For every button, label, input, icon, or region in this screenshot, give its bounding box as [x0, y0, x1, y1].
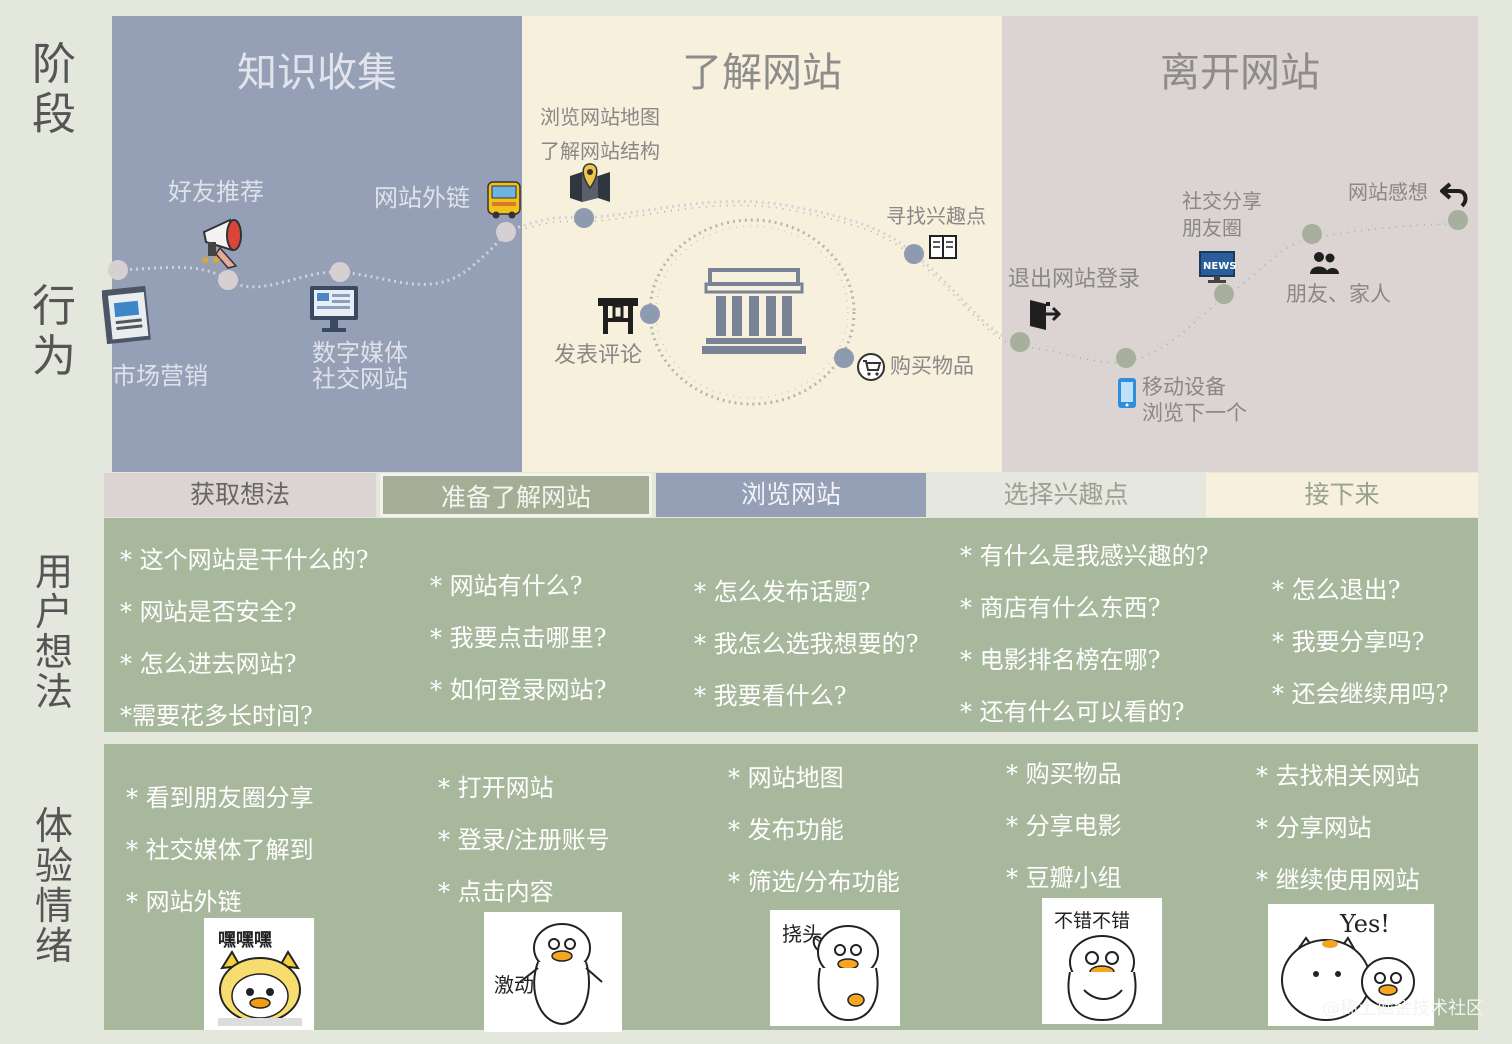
sticker-excited: 激动 — [484, 912, 622, 1032]
sticker-scratch: 挠头 — [770, 910, 900, 1026]
behavior-sitemap: 浏览网站地图了解网站结构 — [540, 105, 660, 163]
stage-explore: 了解网站 — [522, 16, 1002, 472]
behavior-friend: 好友推荐 — [168, 178, 264, 206]
behavior-logout: 退出网站登录 — [1008, 267, 1141, 292]
stage-knowledge: 知识收集 — [112, 16, 522, 472]
path-dot — [108, 260, 128, 280]
duck-sticker-icon — [218, 950, 302, 1026]
behavior-family: 朋友、家人 — [1286, 282, 1391, 306]
duck-sticker-icon — [519, 923, 603, 1026]
row-label-thoughts: 用户想法 — [34, 550, 73, 714]
path-dot — [1302, 224, 1322, 244]
duck-sticker-icon — [1281, 936, 1415, 1021]
behavior-outlink: 网站外链 — [374, 184, 470, 212]
path-dot — [330, 262, 350, 282]
path-dot — [904, 244, 924, 264]
watermark: @稀土掘金技术社区 — [1322, 998, 1484, 1019]
sticker-yes: Yes! — [1268, 904, 1434, 1026]
museum-icon — [702, 268, 806, 354]
behavior-media: 数字媒体社交网站 — [312, 339, 408, 393]
path-dot — [1116, 348, 1136, 368]
map-pin-icon — [570, 163, 610, 202]
news-screen-icon: NEWS — [1199, 251, 1236, 283]
exit-door-icon — [1030, 300, 1062, 330]
phone-icon — [1118, 378, 1136, 408]
path-dot — [496, 222, 516, 242]
row-label-behavior: 行为 — [32, 281, 76, 382]
stage-leave: 离开网站 — [1002, 16, 1478, 472]
duck-sticker-icon — [812, 925, 879, 1022]
path-dot — [574, 208, 594, 228]
bus-icon — [487, 181, 521, 219]
phase-prepare: 准备了解网站 — [380, 473, 652, 517]
path-dot — [218, 270, 238, 290]
cart-icon — [857, 353, 885, 381]
row-label-stage: 阶段 — [32, 39, 76, 140]
behavior-comment: 发表评论 — [554, 343, 643, 368]
phase-get-idea: 获取想法 — [104, 473, 376, 517]
svg-text:★★: ★★ — [200, 253, 222, 267]
phase-browse: 浏览网站 — [656, 473, 926, 517]
behavior-mobile: 移动设备浏览下一个 — [1142, 375, 1247, 425]
phase-select: 选择兴趣点 — [930, 473, 1202, 517]
behavior-market: 市场营销 — [112, 362, 208, 390]
svg-text:NEWS: NEWS — [1203, 261, 1236, 272]
book-icon — [929, 235, 957, 259]
behavior-interest: 寻找兴趣点 — [886, 204, 986, 228]
sticker-hehe: 嘿嘿嘿 — [204, 918, 314, 1030]
return-arrow-icon — [1440, 182, 1468, 208]
people-icon — [1310, 252, 1339, 274]
path-dot — [1448, 210, 1468, 230]
behavior-feeling: 网站感想 — [1348, 180, 1428, 204]
newspaper-icon — [102, 285, 151, 344]
stage-title: 了解网站 — [682, 50, 842, 96]
megaphone-icon: ★★ — [200, 218, 242, 269]
behavior-buy: 购买物品 — [890, 354, 974, 378]
row-label-emotion: 体验情绪 — [34, 804, 73, 968]
path-dot — [640, 304, 660, 324]
duck-sticker-icon — [1067, 935, 1137, 1022]
behavior-share: 社交分享朋友圈 — [1182, 189, 1262, 240]
thoughts-band — [104, 518, 1478, 732]
monitor-icon — [310, 286, 358, 332]
stage-title: 离开网站 — [1160, 50, 1320, 96]
stool-icon — [598, 298, 638, 334]
path-dot — [1010, 332, 1030, 352]
stage-title: 知识收集 — [237, 50, 397, 96]
phase-next: 接下来 — [1206, 473, 1478, 517]
sticker-not-bad: 不错不错 — [1042, 898, 1162, 1024]
path-dot — [834, 348, 854, 368]
path-dot — [1214, 284, 1234, 304]
